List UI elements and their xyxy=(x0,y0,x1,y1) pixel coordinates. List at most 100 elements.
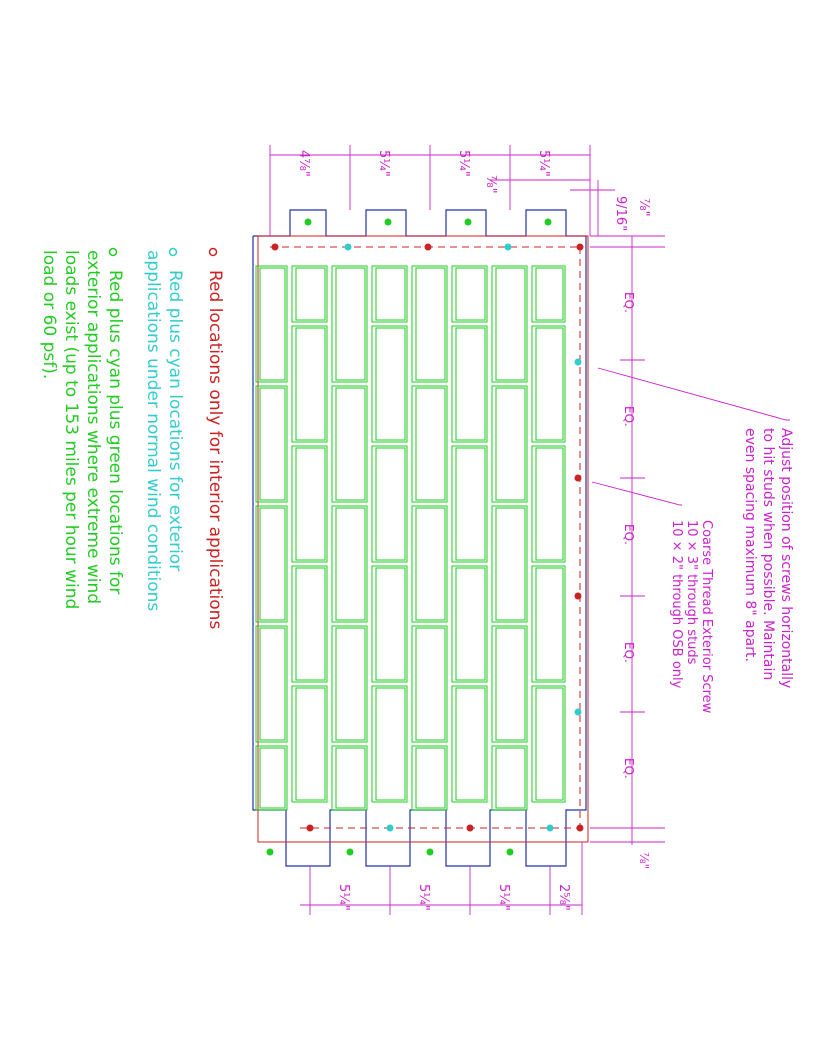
brick xyxy=(415,507,446,621)
brick xyxy=(535,447,564,561)
brick xyxy=(375,267,406,321)
eq-label-2: EQ. xyxy=(622,406,636,427)
adjust-note-line-2: to hit studs when possible. Maintain xyxy=(760,428,776,680)
legend: Red locations only for interior applicat… xyxy=(39,247,225,629)
brick xyxy=(375,327,406,441)
brick-outline xyxy=(411,265,448,383)
brick-outline xyxy=(491,505,528,623)
red-screw-location xyxy=(466,824,474,832)
brick xyxy=(495,627,526,741)
dim-label-right-top: ⅞" xyxy=(636,198,651,217)
brick xyxy=(335,387,366,501)
dim-label-bottom-1: 5¼" xyxy=(336,884,351,911)
screw-note-line-1: Coarse Thread Exterior Screw xyxy=(699,520,714,714)
brick-outline xyxy=(531,685,566,803)
cyan-screw-location xyxy=(546,824,554,832)
cyan-screw-location xyxy=(344,243,352,251)
brick-outline xyxy=(491,625,528,743)
brick xyxy=(455,447,486,561)
brick xyxy=(495,507,526,621)
brick-outline xyxy=(371,685,408,803)
legend-red-line: Red locations only for interior applicat… xyxy=(205,270,225,629)
brick-outline xyxy=(531,445,566,563)
brick-outline xyxy=(291,685,328,803)
green-screw-location xyxy=(304,218,312,226)
brick xyxy=(535,687,564,801)
screw-note: Coarse Thread Exterior Screw 10 × 3" thr… xyxy=(669,520,714,714)
adjust-note: Adjust position of screws horizontally t… xyxy=(742,428,794,688)
green-screw-location xyxy=(266,848,274,856)
screw-lines xyxy=(270,246,581,829)
brick-outline xyxy=(491,745,528,811)
brick-outline xyxy=(411,625,448,743)
brick xyxy=(375,567,406,681)
brick xyxy=(295,267,326,321)
brick xyxy=(259,267,286,381)
screw-note-line-2: 10 × 3" through studs xyxy=(684,520,699,665)
cyan-screw-location xyxy=(574,358,582,366)
green-screw-location xyxy=(464,218,472,226)
legend-green-line-2: exterior applications where extreme wind xyxy=(83,250,103,604)
brick-outline xyxy=(331,745,368,811)
red-screw-location xyxy=(306,824,314,832)
brick xyxy=(415,387,446,501)
brick-outline xyxy=(451,325,488,443)
brick-outline xyxy=(371,265,408,323)
brick xyxy=(535,327,564,441)
panel-boundary xyxy=(257,235,589,843)
brick-outline xyxy=(411,505,448,623)
brick xyxy=(295,567,326,681)
brick-outline xyxy=(451,445,488,563)
brick-outline xyxy=(531,265,566,323)
brick-outline xyxy=(331,385,368,503)
brick-grid xyxy=(255,265,566,811)
brick-outline xyxy=(491,265,528,383)
dim-label-bottom-3: 5¼" xyxy=(496,884,511,911)
brick-outline xyxy=(291,565,328,683)
brick xyxy=(375,447,406,561)
brick xyxy=(259,507,286,621)
brick-outline xyxy=(531,325,566,443)
brick xyxy=(259,747,286,809)
legend-cyan-line-1: Red plus cyan locations for exterior xyxy=(165,270,185,571)
dim-label-top-2: 5¼" xyxy=(376,150,391,177)
eq-labels: EQ. EQ. EQ. EQ. EQ. ⅞" xyxy=(622,292,651,869)
brick xyxy=(415,267,446,381)
brick xyxy=(415,627,446,741)
red-screw-location xyxy=(424,243,432,251)
brick-outline xyxy=(331,505,368,623)
brick-outline xyxy=(255,745,288,811)
legend-green-line-1: Red plus cyan plus green locations for xyxy=(105,270,125,594)
legend-cyan-line-2: applications under normal wind condition… xyxy=(143,250,163,611)
dim-label-top-5: ⅞" xyxy=(483,175,498,194)
brick-outline xyxy=(491,385,528,503)
brick xyxy=(295,447,326,561)
brick xyxy=(259,387,286,501)
red-screw-location xyxy=(574,592,582,600)
legend-green-line-4: load or 60 psf). xyxy=(39,250,59,379)
red-screw-location xyxy=(576,824,584,832)
dim-label-top-3: 5¼" xyxy=(456,150,471,177)
brick-outline xyxy=(451,565,488,683)
brick xyxy=(455,687,486,801)
brick xyxy=(375,687,406,801)
cyan-screw-location xyxy=(386,824,394,832)
brick-outline xyxy=(255,385,288,503)
brick-outline xyxy=(371,325,408,443)
legend-cyan-dot xyxy=(168,247,178,257)
red-screw-location xyxy=(574,474,582,482)
legend-red-dot xyxy=(208,247,218,257)
red-screw-location xyxy=(576,243,584,251)
brick xyxy=(259,627,286,741)
green-screw-location xyxy=(544,218,552,226)
eq-label-5: EQ. xyxy=(622,758,636,779)
brick xyxy=(495,387,526,501)
brick-outline xyxy=(255,505,288,623)
brick-outline xyxy=(291,445,328,563)
green-screw-location xyxy=(346,848,354,856)
dim-label-bottom-2: 5¼" xyxy=(416,884,431,911)
green-screw-location xyxy=(506,848,514,856)
brick xyxy=(335,627,366,741)
screw-locations xyxy=(266,218,584,856)
brick-outline xyxy=(331,265,368,383)
